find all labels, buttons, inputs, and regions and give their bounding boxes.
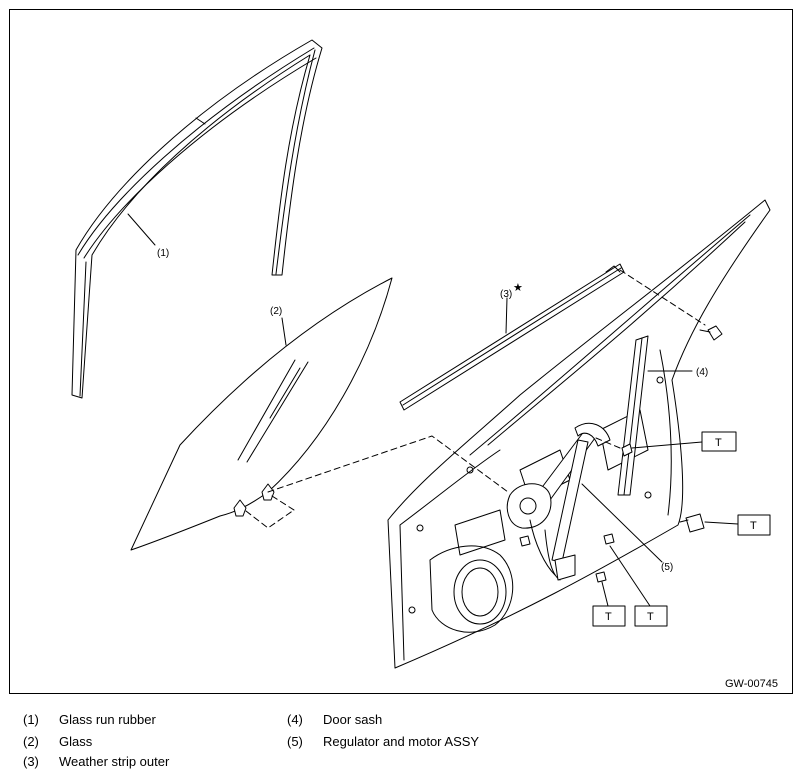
callout-3: (3): [500, 289, 512, 300]
callout-1: (1): [157, 248, 169, 259]
star-mark: ★: [513, 282, 523, 294]
figure-id: GW-00745: [725, 678, 778, 690]
torque-box-lower-right: T: [634, 605, 668, 627]
svg-text:T: T: [605, 611, 612, 623]
regulator-motor-assy-part: [506, 422, 611, 581]
bolt-parts: [519, 325, 723, 583]
svg-text:T: T: [715, 437, 722, 449]
callout-4: (4): [696, 367, 708, 378]
torque-box-lower-left: T: [592, 605, 626, 627]
torque-box-right: T: [737, 514, 771, 536]
svg-text:T: T: [750, 520, 757, 532]
leader-lines: [127, 213, 739, 607]
callout-2: (2): [270, 306, 282, 317]
callout-5: (5): [661, 562, 673, 573]
parts-legend: (1) Glass run rubber (2) Glass (3) Weath…: [23, 712, 480, 769]
svg-text:T: T: [647, 611, 654, 623]
glass-part: [130, 277, 393, 551]
torque-box-upper: T: [701, 431, 737, 452]
glass-run-rubber-part: [71, 39, 323, 399]
diagram-frame: GW-00745: [9, 9, 793, 694]
assembly-dashed-lines: [245, 269, 706, 529]
exploded-view-drawing: (1) (2) (3) ★ (4) (5) T T T T: [71, 39, 771, 669]
